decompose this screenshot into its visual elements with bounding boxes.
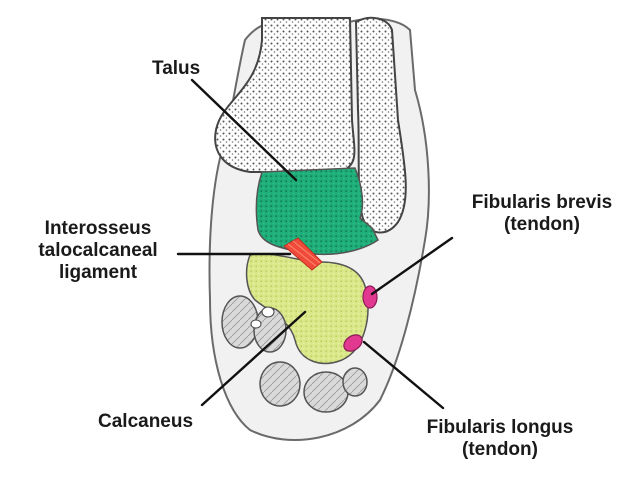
label-calcaneus: Calcaneus — [98, 411, 194, 432]
label-interosseus-ligament: Interosseus talocalcaneal ligament — [18, 218, 178, 284]
leader-line-talus — [190, 78, 298, 182]
tibia-bone — [214, 17, 356, 173]
label-fibularis-brevis-line1: Fibularis brevis — [471, 192, 613, 213]
fibularis-brevis-tendon — [362, 285, 378, 309]
label-fibularis-brevis: Fibularis brevis (tendon) — [452, 192, 632, 236]
talus-bone — [255, 167, 379, 256]
label-interosseus-line2: talocalcaneal — [38, 240, 158, 261]
label-talus: Talus — [152, 58, 201, 79]
leader-line-calcaneus — [200, 310, 307, 407]
medial-soft-tissues — [221, 295, 368, 413]
fibularis-longus-tendon — [343, 334, 363, 352]
leader-line-fibularis-longus — [362, 340, 445, 410]
label-fibularis-brevis-line2: (tendon) — [504, 214, 580, 235]
label-interosseus-line3: ligament — [58, 262, 138, 283]
leader-lines — [176, 78, 454, 410]
label-fibularis-longus-line2: (tendon) — [462, 439, 538, 460]
label-fibularis-longus: Fibularis longus (tendon) — [402, 417, 598, 461]
leader-line-fibularis-brevis — [370, 236, 454, 296]
label-interosseus-line1: Interosseus — [44, 218, 152, 239]
label-fibularis-longus-line1: Fibularis longus — [426, 417, 574, 438]
